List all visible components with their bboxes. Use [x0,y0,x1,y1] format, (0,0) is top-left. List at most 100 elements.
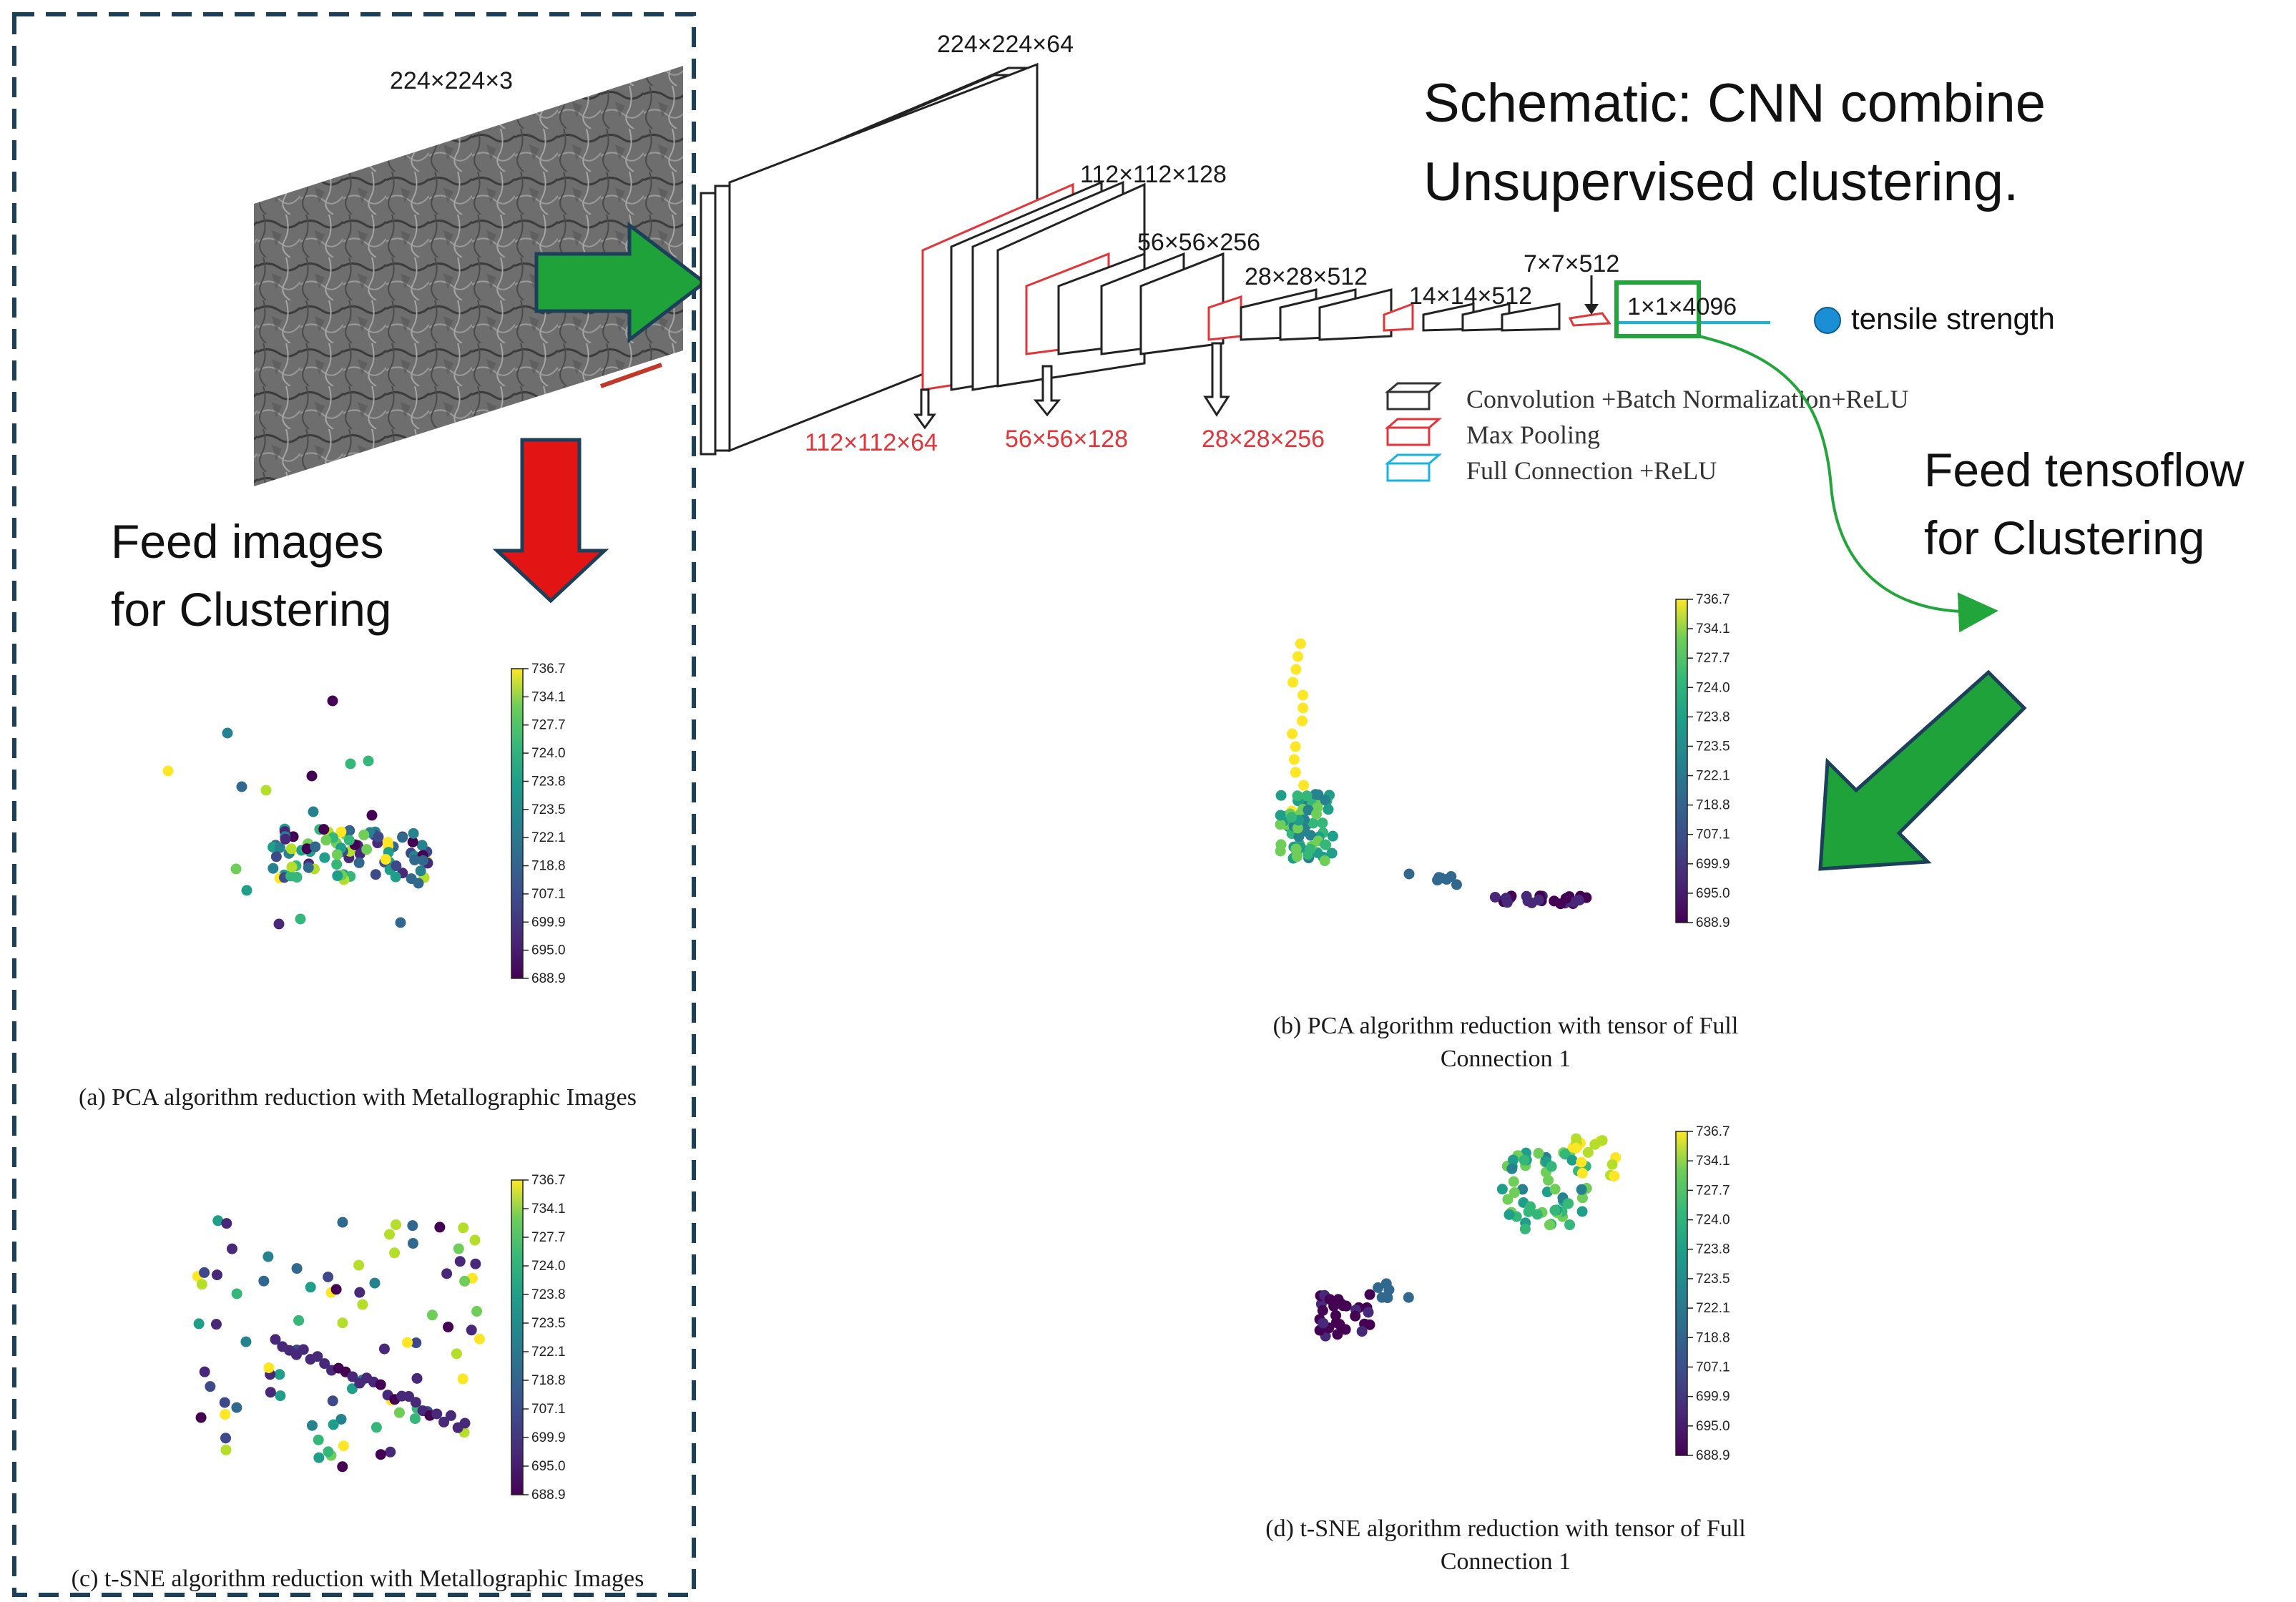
scatter-point [319,1358,330,1370]
scatter-point [1298,780,1310,791]
scatter-point [1275,810,1286,821]
legend-item-fc: Full Connection +ReLU [1384,453,1717,485]
scatter-point [1275,819,1286,830]
colorbar-tick: 718.8 [1696,1330,1730,1345]
highlight-box [1614,280,1701,338]
colorbar-tick: 723.8 [1696,709,1730,724]
scatter-point [431,1408,443,1420]
scatter-point [312,1351,323,1362]
scatter-point [1317,1304,1328,1316]
scatter-point [1503,1209,1515,1220]
colorbar-tick: 722.1 [531,1345,566,1360]
scatter-d [1314,1133,1622,1342]
scatter-point [270,851,282,863]
scatter-point [275,1390,286,1402]
colorbar-tick: 722.1 [531,830,566,845]
scatter-point [1308,817,1319,829]
scatter-point [260,785,272,796]
scatter-point [434,1222,446,1233]
scatter-point [270,1334,281,1345]
colorbar-tick: 695.0 [1696,886,1730,901]
scatter-point [1356,1326,1368,1337]
scatter-point [241,885,252,896]
scatter-point [403,1391,414,1402]
scatter-point [195,1412,207,1423]
scatter-point [1327,830,1338,842]
scatter-point [353,1259,365,1271]
scatter-point [258,1275,270,1287]
colorbar-tick: 736.7 [531,1173,566,1188]
scatter-point [1363,1307,1374,1318]
scatter-point [335,1413,347,1425]
colorbar-tick: 699.9 [1696,1390,1730,1405]
scatter-point [353,857,365,868]
scatter-point [1350,1310,1361,1322]
scatter-point [1275,790,1287,801]
scatter-point [199,1366,210,1377]
scatter-point [327,695,338,707]
scatter-point [199,1267,210,1278]
scatter-point [1332,1329,1343,1340]
scatter-point [402,1337,413,1348]
scatter-point [193,1318,205,1330]
scatter-point [453,1243,464,1254]
scatter-point [415,865,426,877]
scatter-point [1403,1292,1414,1303]
colorbar-tick: 699.9 [1696,857,1730,872]
pool-dim-3: 28×28×256 [1202,426,1325,453]
colorbar-tick: 695.0 [531,1459,566,1474]
colorbar-tick: 724.0 [531,1259,566,1274]
colorbar-tick: 723.8 [531,774,566,789]
scatter-point [418,855,429,866]
scatter-point [1297,715,1308,727]
scatter-point [1313,789,1324,800]
scatter-point [1576,1167,1588,1179]
colorbar-tick: 736.7 [531,662,566,677]
scatter-point [1576,1206,1588,1217]
scatter-point [263,1251,274,1262]
scatter-point [1301,790,1313,802]
scatter-point [1336,1299,1348,1310]
scatter-point [1305,830,1316,841]
scatter-point [1523,1206,1534,1217]
scale-bar [600,363,662,388]
scatter-point [445,1410,456,1421]
output-label: tensile strength [1851,302,2055,335]
colorbar-tick: 723.5 [1696,739,1730,754]
scatter-point [443,1321,454,1332]
scatter-point [332,870,343,882]
scatter-point [337,1217,348,1228]
scatter-point [1317,817,1328,829]
scatter-point [1501,893,1512,904]
scatter-point [1489,891,1501,903]
scatter-point [1326,847,1338,859]
scatter-point [330,1284,342,1295]
svg-text:Full Connection +ReLU: Full Connection +ReLU [1466,456,1717,485]
pointer-7x7-head [1584,304,1599,315]
feed-images-line1: Feed images [111,515,384,568]
scatter-point [384,1229,396,1240]
scatter-point [457,1373,468,1385]
scatter-c [192,1215,485,1473]
green-arrow-diagonal [1818,669,2027,871]
scatter-point [1609,1170,1620,1181]
caption-a-line1: (a) PCA algorithm reduction with Metallo… [79,1084,637,1111]
scatter-point [1275,839,1287,850]
scatter-point [357,1299,368,1310]
scatter-point [395,917,406,928]
dim-label-4: 28×28×512 [1245,263,1368,290]
colorbar-tick: 688.9 [1696,1448,1730,1463]
colorbar-tick: 695.0 [531,943,566,958]
scatter-point [1380,1278,1392,1289]
scatter-point [1533,894,1544,905]
colorbar-tick: 727.7 [1696,1183,1730,1198]
scatter-point [345,758,356,770]
scatter-point [280,833,291,845]
scatter-point [407,1238,418,1249]
colorbar-tick: 699.9 [531,915,566,930]
scatter-point [1496,1184,1508,1195]
scatter-point [306,770,318,782]
scatter-point [454,1256,466,1267]
scatter-point [295,913,306,925]
caption-d-line2: Connection 1 [1441,1548,1571,1575]
